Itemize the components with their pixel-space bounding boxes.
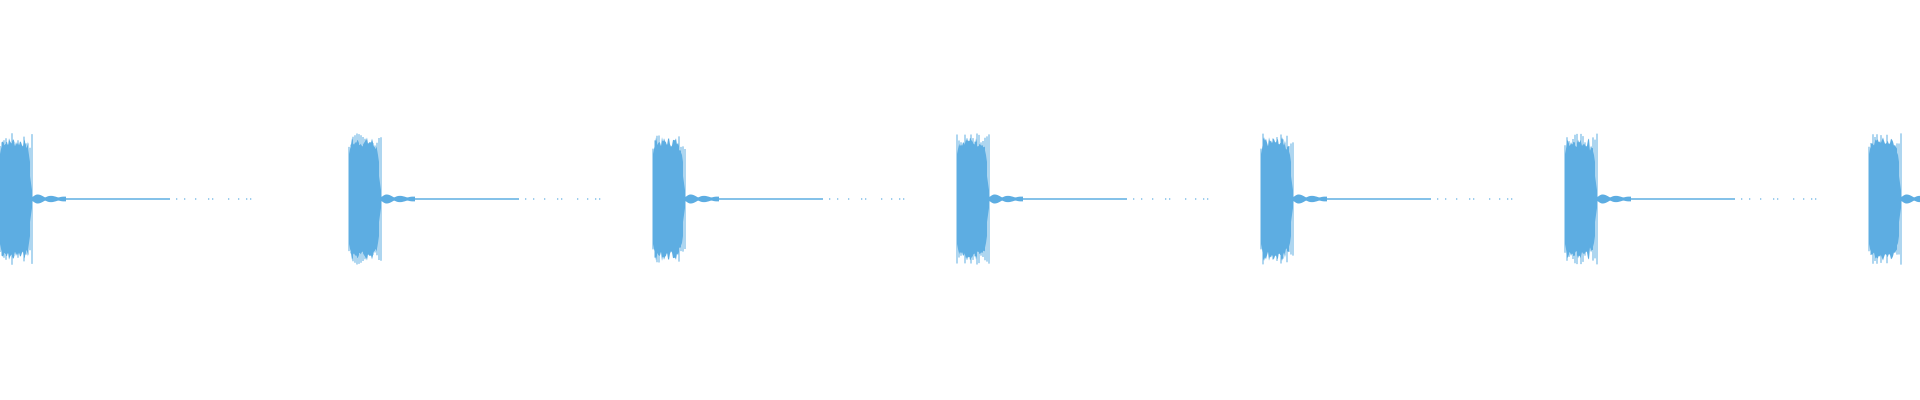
waveform-dot	[1456, 198, 1458, 200]
waveform-dot	[861, 198, 863, 200]
waveform-dot	[903, 198, 905, 200]
waveform-dot	[184, 198, 186, 200]
waveform-dot	[1793, 198, 1795, 200]
waveform-dot	[208, 198, 210, 200]
waveform-dot	[1760, 198, 1762, 200]
waveform-dot	[1507, 198, 1509, 200]
waveform-dot	[595, 198, 597, 200]
waveform-dot	[1165, 198, 1167, 200]
waveform-dot	[1741, 198, 1743, 200]
waveform-burst-6	[1564, 133, 1817, 265]
waveform-bursts	[0, 133, 1920, 265]
waveform-dot	[1815, 198, 1817, 200]
waveform-dot	[1133, 198, 1135, 200]
waveform-dot	[544, 198, 546, 200]
waveform-dot	[1203, 198, 1205, 200]
waveform-dot	[599, 198, 601, 200]
waveform-burst-1	[0, 133, 252, 265]
waveform-dot	[1473, 198, 1475, 200]
waveform-dot	[577, 198, 579, 200]
waveform-dot	[195, 198, 197, 200]
waveform-dot	[238, 198, 240, 200]
waveform-dot	[848, 198, 850, 200]
waveform-dot	[533, 198, 535, 200]
waveform-dot	[891, 198, 893, 200]
waveform-dot	[1749, 198, 1751, 200]
waveform-dot	[587, 198, 589, 200]
waveform-dot	[176, 198, 178, 200]
waveform-dot	[228, 198, 230, 200]
waveform-dot	[250, 198, 252, 200]
waveform-dot	[212, 198, 214, 200]
waveform-dot	[1469, 198, 1471, 200]
waveform-burst-2	[348, 133, 601, 265]
waveform-dot	[1777, 198, 1779, 200]
waveform-burst-4	[956, 133, 1209, 265]
waveform-dot	[1773, 198, 1775, 200]
waveform-dot	[1803, 198, 1805, 200]
waveform-dot	[1152, 198, 1154, 200]
waveform-dot	[1811, 198, 1813, 200]
waveform-dot	[1207, 198, 1209, 200]
waveform-dot	[865, 198, 867, 200]
waveform-dot	[557, 198, 559, 200]
waveform-dot	[246, 198, 248, 200]
waveform-dot	[1511, 198, 1513, 200]
waveform-dot	[899, 198, 901, 200]
waveform-dot	[1185, 198, 1187, 200]
waveform-dot	[525, 198, 527, 200]
waveform-dot	[1445, 198, 1447, 200]
waveform-dot	[1169, 198, 1171, 200]
waveform-burst-7	[1868, 133, 1920, 265]
waveform-dot	[1141, 198, 1143, 200]
waveform-dot	[1499, 198, 1501, 200]
waveform-dot	[1489, 198, 1491, 200]
waveform-dot	[837, 198, 839, 200]
waveform-burst-3	[652, 135, 905, 263]
waveform-dot	[1195, 198, 1197, 200]
waveform-dot	[881, 198, 883, 200]
waveform-dot	[829, 198, 831, 200]
waveform-burst-5	[1260, 133, 1513, 265]
waveform-dot	[1437, 198, 1439, 200]
waveform-dot	[561, 198, 563, 200]
